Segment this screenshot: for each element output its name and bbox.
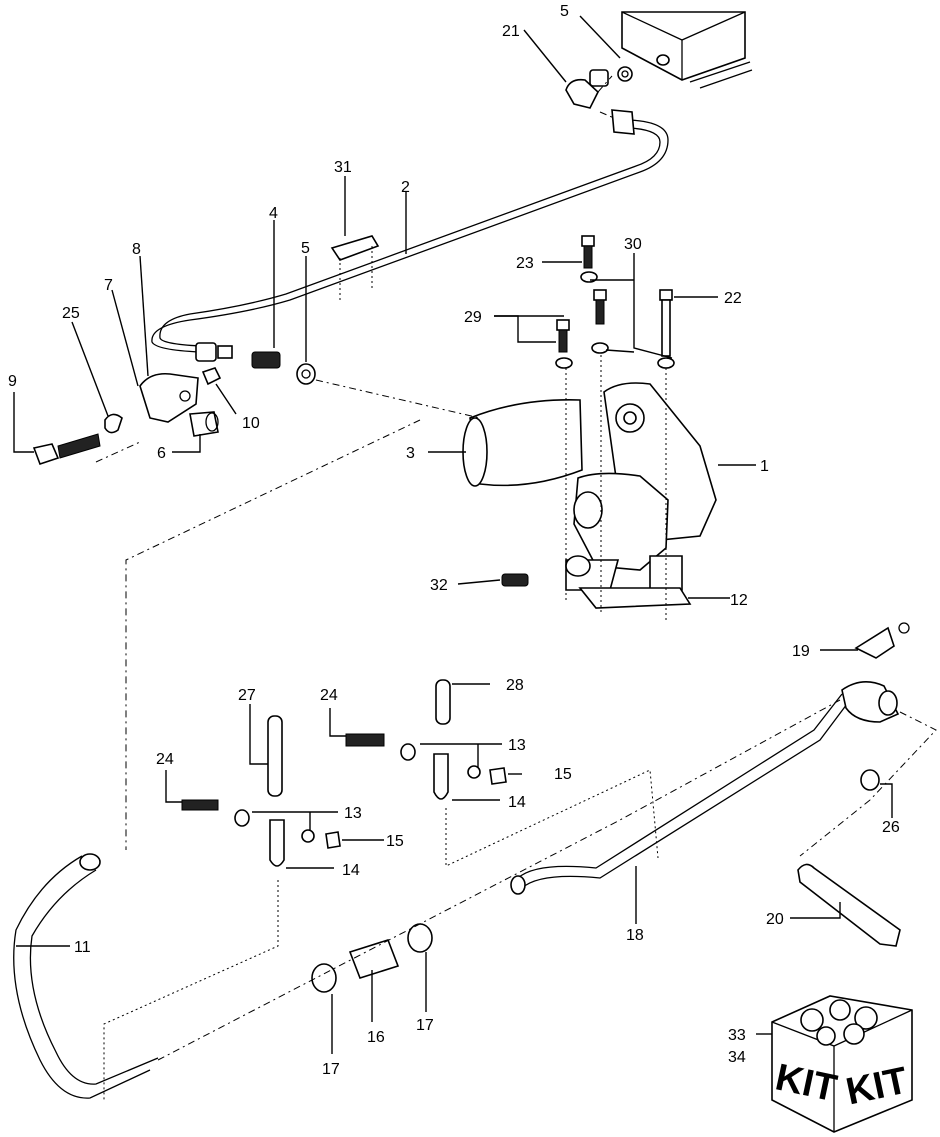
callout-25: 25: [62, 305, 80, 322]
callout-12: 12: [730, 592, 748, 609]
filter-assembly: [462, 382, 717, 609]
hose-assembly: [13, 622, 910, 1099]
callout-34: 34: [728, 1049, 746, 1066]
housing-block: [621, 11, 753, 89]
callout-11: 11: [74, 939, 91, 956]
mounting-bracket: [32, 372, 219, 466]
callout-24-right: 24: [320, 687, 338, 704]
callout-22: 22: [724, 290, 742, 307]
callout-4: 4: [269, 205, 278, 222]
elbow-fitting: [565, 66, 633, 109]
callout-28: 28: [506, 677, 524, 694]
callout-10: 10: [242, 415, 260, 432]
callout-30: 30: [624, 236, 642, 253]
callout-13-right: 13: [508, 737, 526, 754]
kit-box: KIT KIT: [771, 995, 913, 1133]
union-fittings: [195, 342, 316, 386]
callout-14-left: 14: [342, 862, 360, 879]
callout-17-right: 17: [416, 1017, 434, 1034]
callout-29: 29: [464, 309, 482, 326]
callout-20: 20: [766, 911, 784, 928]
callout-6: 6: [157, 445, 166, 462]
line-clip: [330, 235, 380, 261]
callout-18: 18: [626, 927, 644, 944]
callout-14-right: 14: [508, 794, 526, 811]
callout-27: 27: [238, 687, 256, 704]
callout-15-left: 15: [386, 833, 404, 850]
callout-1: 1: [760, 458, 769, 475]
callout-5: 5: [301, 240, 310, 257]
mounting-bolts: [555, 235, 675, 620]
fitting-32: [501, 573, 529, 587]
callout-24-left: 24: [156, 751, 174, 768]
callout-9: 9: [8, 373, 17, 390]
callout-19: 19: [792, 643, 810, 660]
callout-15-right: 15: [554, 766, 572, 783]
callout-23: 23: [516, 255, 534, 272]
callout-16: 16: [367, 1029, 385, 1046]
callout-labels: 1 2 3 4 5 5 6 7 8 9 10 11 12 13 13 14 14…: [8, 3, 900, 1078]
leader-lines: [13, 15, 893, 1054]
callout-5-top: 5: [560, 3, 569, 20]
callout-21: 21: [502, 23, 520, 40]
p-clamps: [181, 679, 507, 867]
callout-33: 33: [728, 1027, 746, 1044]
callout-3: 3: [406, 445, 415, 462]
callout-7: 7: [104, 277, 113, 294]
callout-2: 2: [401, 179, 410, 196]
callout-26: 26: [882, 819, 900, 836]
callout-17-left: 17: [322, 1061, 340, 1078]
callout-32: 32: [430, 577, 448, 594]
callout-8: 8: [132, 241, 141, 258]
hydraulic-line: [151, 109, 669, 353]
callout-31: 31: [334, 159, 352, 176]
callout-13-left: 13: [344, 805, 362, 822]
